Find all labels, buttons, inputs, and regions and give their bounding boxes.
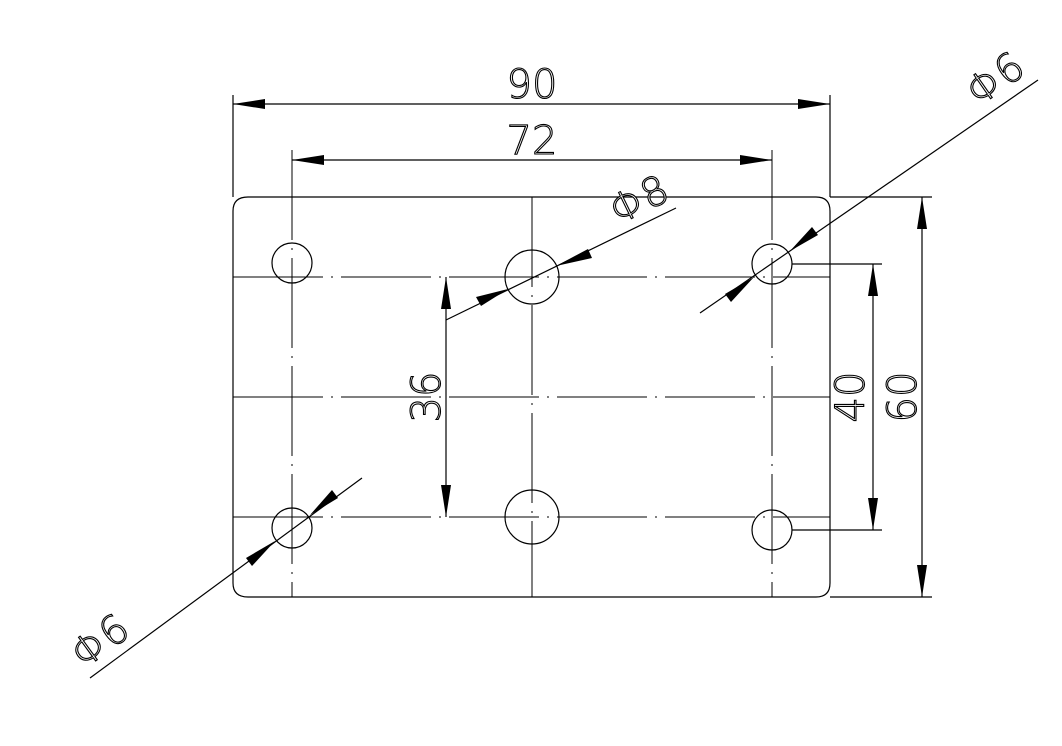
svg-text:Φ6: Φ6 bbox=[63, 605, 138, 677]
hole-bottom-center bbox=[504, 489, 560, 545]
svg-text:Φ6: Φ6 bbox=[958, 43, 1033, 115]
dimension-40: 40 bbox=[792, 263, 882, 531]
dimension-60: 60 bbox=[830, 196, 932, 598]
svg-text:60: 60 bbox=[880, 372, 926, 423]
svg-text:Φ8: Φ8 bbox=[602, 167, 676, 235]
dimension-72: 72 bbox=[292, 117, 772, 165]
svg-text:36: 36 bbox=[404, 372, 450, 423]
svg-text:40: 40 bbox=[828, 372, 874, 423]
dimension-diameter-6-top: Φ6 bbox=[699, 43, 1039, 314]
svg-text:72: 72 bbox=[507, 118, 558, 164]
dimension-diameter-8: Φ8 bbox=[445, 166, 677, 321]
hole-bottom-left bbox=[271, 507, 313, 549]
dimension-90: 90 bbox=[232, 61, 831, 197]
hole-top-center bbox=[504, 249, 560, 305]
dimension-36: 36 bbox=[403, 277, 451, 517]
plate-outline bbox=[232, 196, 831, 598]
svg-text:90: 90 bbox=[507, 62, 558, 108]
hole-top-left bbox=[271, 242, 313, 284]
center-lines bbox=[233, 150, 830, 597]
dimension-diameter-6-bottom: Φ6 bbox=[62, 477, 363, 679]
